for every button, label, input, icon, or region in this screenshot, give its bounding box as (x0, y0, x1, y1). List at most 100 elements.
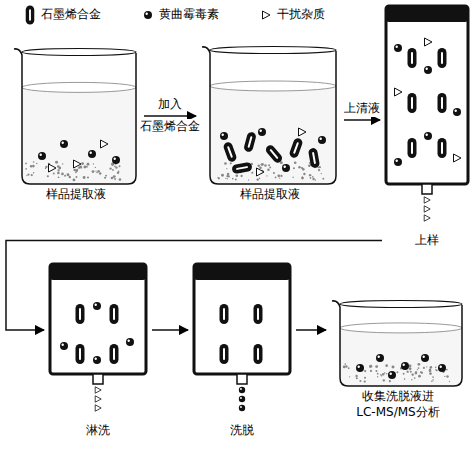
beaker-outline (14, 49, 136, 184)
aflatoxin-icon (394, 158, 402, 166)
aflatoxin-icon (112, 156, 120, 164)
aflatoxin-icon (453, 108, 461, 116)
impurity-icon (395, 88, 403, 96)
graphene-alloy-icon (408, 48, 417, 68)
impurity-icon (424, 215, 430, 221)
aflatoxin-icon (376, 354, 384, 362)
aflatoxin-icon (424, 66, 432, 74)
column-body (194, 264, 290, 374)
aflatoxin-icon (60, 342, 68, 350)
aflatoxin-icon (356, 364, 364, 372)
column-cap (194, 264, 290, 280)
aflatoxin-icon (318, 136, 326, 144)
aflatoxin-icon (60, 140, 68, 148)
flow-arrow (144, 115, 196, 117)
aflatoxin-icon (220, 132, 228, 140)
impurity-icon (299, 128, 307, 136)
aflatoxin-icon (239, 387, 245, 393)
node-label: 洗脱 (192, 423, 292, 439)
graphene-alloy-icon (438, 138, 447, 158)
impurity-icon (49, 164, 57, 172)
graphene-alloy-icon (110, 344, 119, 364)
graphene-alloy-icon (243, 131, 257, 153)
beaker-drawing (200, 44, 340, 184)
beaker-node: 样品提取液 (200, 44, 340, 203)
column-cap (386, 6, 468, 22)
flow-arrow (152, 329, 188, 331)
column-outlet (237, 374, 247, 384)
aflatoxin-icon (239, 396, 245, 402)
column-drawing (384, 4, 470, 230)
graphene-alloy-icon (222, 141, 237, 163)
liquid (210, 86, 336, 184)
aflatoxin-icon (438, 364, 446, 372)
node-label: 上样 (384, 233, 470, 249)
impurity-icon (95, 396, 101, 402)
legend-symbol (258, 4, 274, 26)
impurity-icon (263, 11, 271, 19)
graphene-alloy-icon (76, 344, 85, 364)
beaker-drawing (330, 298, 466, 386)
column-drawing (192, 262, 292, 420)
aflatoxin-icon (144, 11, 152, 19)
column-outlet (422, 184, 432, 194)
beaker-node: 样品提取液 (12, 46, 140, 203)
aflatoxin-icon (258, 128, 266, 136)
aflatoxin-icon (421, 354, 429, 362)
impurity-icon (424, 197, 430, 203)
beaker-node: 收集洗脱液进 LC-MS/MS分析 (330, 298, 466, 420)
node-label: 样品提取液 (200, 187, 340, 203)
legend-symbol (22, 4, 38, 26)
graphene-alloy-icon (438, 48, 447, 68)
node-label: 样品提取液 (12, 187, 140, 203)
impurity-icon (454, 154, 462, 162)
sediment (343, 363, 450, 383)
reagent-label: 石墨烯合金 (138, 119, 202, 135)
node-label: 淋洗 (48, 423, 148, 439)
flow-arrow (344, 119, 380, 121)
node-label: 收集洗脱液进 LC-MS/MS分析 (330, 389, 466, 420)
legend-item: 干扰杂质 (258, 4, 325, 26)
aflatoxin-icon (93, 356, 101, 364)
graphene-alloy-icon (408, 93, 417, 113)
graphene-alloy-icon (26, 5, 35, 24)
aflatoxin-icon (126, 338, 134, 346)
sediment (25, 161, 121, 182)
legend-text: 黄曲霉毒素 (159, 7, 219, 23)
legend-item: 黄曲霉毒素 (140, 4, 219, 26)
graphene-alloy-icon (288, 137, 303, 159)
edge-label: 加入 (156, 97, 184, 113)
graphene-alloy-icon (408, 138, 417, 158)
graphene-alloy-icon (438, 93, 447, 113)
flow-arrow (296, 329, 326, 331)
spe-column-node: 淋洗 (48, 262, 148, 439)
liquid (22, 87, 136, 184)
graphene-alloy-icon (231, 162, 252, 174)
spe-column-node: 上样 (384, 4, 470, 249)
column-body (386, 6, 468, 184)
edge-label-box: 上清液 (342, 101, 382, 117)
liquid (340, 328, 462, 386)
edge-label-box: 加入 (156, 97, 184, 113)
graphene-alloy-icon (254, 304, 263, 324)
beaker-outline (332, 301, 462, 386)
legend-text: 干扰杂质 (277, 7, 325, 23)
edge-label: 上清液 (342, 101, 382, 117)
impurity-icon (95, 405, 101, 411)
graphene-alloy-icon (220, 344, 229, 364)
graphene-alloy-icon (76, 304, 85, 324)
impurity-icon (95, 387, 101, 393)
impurity-icon (101, 140, 109, 148)
aflatoxin-icon (239, 405, 245, 411)
aflatoxin-icon (88, 150, 96, 158)
column-body (50, 264, 146, 374)
legend-item: 石墨烯合金 (22, 4, 101, 26)
beaker-drawing (12, 46, 140, 184)
aflatoxin-icon (424, 132, 432, 140)
column-outlet (93, 374, 103, 384)
graphene-alloy-icon (254, 344, 263, 364)
beaker-outline (202, 47, 336, 184)
sediment (217, 161, 324, 181)
impurity-icon (425, 38, 433, 46)
